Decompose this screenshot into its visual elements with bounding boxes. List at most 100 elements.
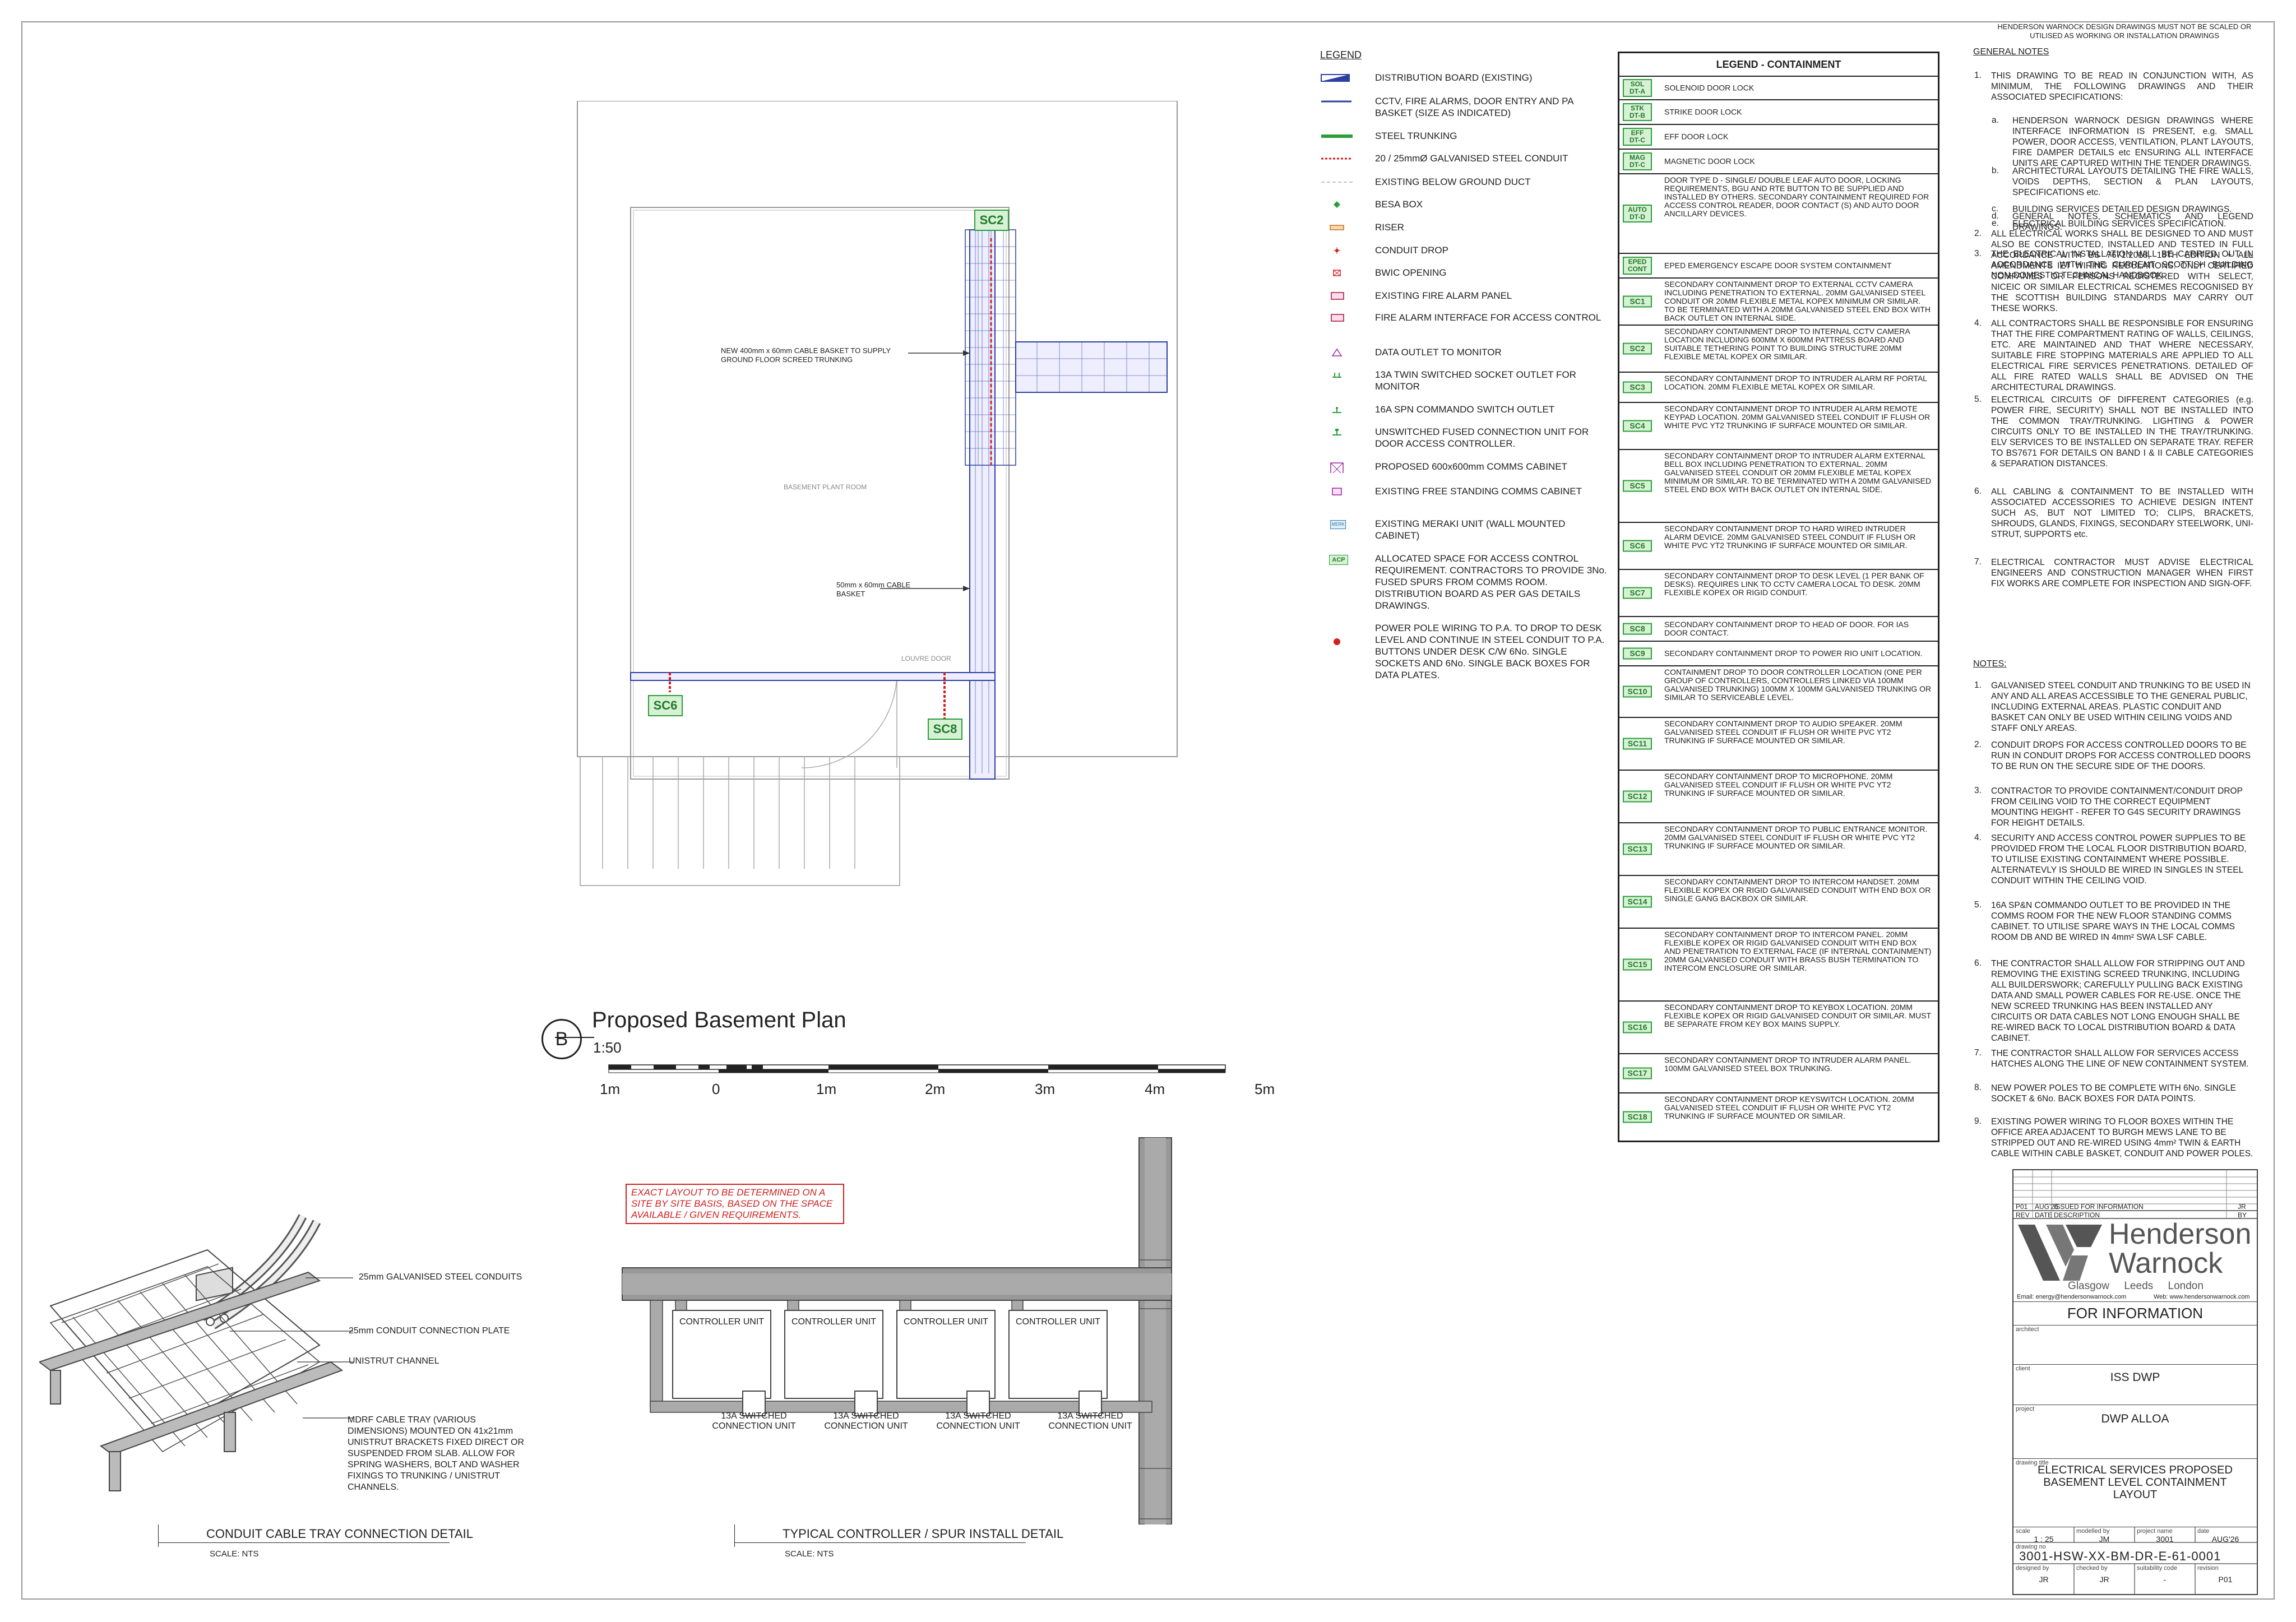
containment-desc: SECONDARY CONTAINMENT DROP TO INTRUDER A… — [1664, 404, 1931, 430]
client-label: client — [2016, 1365, 2030, 1372]
basket-note-2: 50mm x 60mm CABLE BASKET — [836, 581, 911, 598]
containment-code: SC13 — [1623, 843, 1652, 855]
containment-desc: DOOR TYPE D - SINGLE/ DOUBLE LEAF AUTO D… — [1664, 175, 1929, 218]
containment-desc: SECONDARY CONTAINMENT DROP TO POWER RIO … — [1664, 648, 1923, 658]
containment-code: STK DT-B — [1623, 103, 1652, 121]
containment-code: SC4 — [1623, 420, 1652, 432]
note-text: BUILDING SERVICES DETAILED DESIGN DRAWIN… — [2012, 205, 2232, 214]
db-icon — [1321, 74, 1350, 82]
containment-code: SC6 — [1623, 540, 1652, 552]
drawing-title: ELECTRICAL SERVICES PROPOSED BASEMENT LE… — [2038, 1464, 2233, 1501]
modelled-label: modelled by — [2076, 1528, 2110, 1535]
containment-code: SC12 — [1623, 790, 1652, 803]
revision-value: P01 — [2218, 1575, 2233, 1584]
note-number: 4. — [1974, 318, 1982, 328]
controller-detail-scale: SCALE: NTS — [785, 1549, 834, 1559]
containment-desc: CONTAINMENT DROP TO DOOR CONTROLLER LOCA… — [1664, 668, 1932, 702]
socket-icon — [1332, 373, 1341, 378]
containment-desc: SECONDARY CONTAINMENT DROP TO AUDIO SPEA… — [1664, 719, 1902, 745]
note-text: THE ELECTRICAL INSTALLATION WILL BE CARR… — [1991, 249, 2253, 280]
client-name: ISS DWP — [2110, 1371, 2160, 1384]
containment-code: SC3 — [1623, 381, 1652, 393]
cabinet-icon — [1330, 462, 1344, 473]
commando-icon — [1332, 407, 1341, 413]
note-number: 2. — [1974, 229, 1982, 238]
containment-code: SC1 — [1623, 295, 1652, 308]
scale-label-1: 0 — [712, 1081, 720, 1097]
date-col: DATE — [2035, 1211, 2053, 1219]
note-number: e. — [1992, 219, 1999, 228]
note-number: 7. — [1974, 1048, 1982, 1058]
data-icon — [1331, 349, 1343, 356]
containment-desc: SECONDARY CONTAINMENT DROP TO DESK LEVEL… — [1664, 571, 1924, 597]
note-number: b. — [1992, 166, 1999, 175]
scale-bar — [608, 1064, 1226, 1073]
company-email: Email: energy@hendersonwarnock.com — [2017, 1294, 2127, 1300]
tag-sc2: SC2 — [974, 210, 1009, 231]
note-text: ARCHITECTURAL LAYOUTS DETAILING THE FIRE… — [2012, 166, 2253, 197]
containment-desc: SECONDARY CONTAINMENT DROP TO HEAD OF DO… — [1664, 620, 1909, 637]
note-text: ALL CONTRACTORS SHALL BE RESPONSIBLE FOR… — [1991, 319, 2253, 392]
layout-note: EXACT LAYOUT TO BE DETERMINED ON A SITE … — [626, 1184, 844, 1224]
company-cities: Glasgow Leeds London — [2068, 1280, 2204, 1292]
scale-label-5: 4m — [1145, 1081, 1165, 1097]
scale-value: 1 : 25 — [2034, 1535, 2054, 1544]
trunking-icon — [1321, 135, 1353, 138]
note-number: 6. — [1974, 486, 1982, 496]
note-text: 16A SP&N COMMANDO OUTLET TO BE PROVIDED … — [1991, 901, 2235, 942]
suit-value: - — [2163, 1575, 2167, 1584]
by-col: BY — [2238, 1211, 2247, 1219]
plan-scale: 1:50 — [593, 1039, 622, 1056]
containment-desc: SECONDARY CONTAINMENT DROP TO PUBLIC ENT… — [1664, 824, 1928, 850]
conduit-label-1: 25mm GALVANISED STEEL CONDUITS — [359, 1272, 522, 1282]
note-text: ALL CABLING & CONTAINMENT TO BE INSTALLE… — [1991, 487, 2253, 539]
scale-label-0: 1m — [600, 1081, 621, 1097]
note-number: d. — [1992, 211, 1999, 221]
fap-icon — [1331, 292, 1344, 300]
note-text: GENERAL NOTES, SCHEMATICS AND LEGEND DRA… — [2012, 212, 2253, 232]
containment-code: SC14 — [1623, 896, 1652, 908]
revision-label: revision — [2197, 1565, 2219, 1572]
note-text: CONDUIT DROPS FOR ACCESS CONTROLLED DOOR… — [1991, 740, 2251, 771]
note-text: NEW POWER POLES TO BE COMPLETE WITH 6No.… — [1991, 1083, 2236, 1104]
note-number: 9. — [1974, 1116, 1982, 1126]
company-logo-icon — [2018, 1225, 2102, 1281]
scale-label: scale — [2016, 1528, 2030, 1535]
rev-desc: ISSUED FOR INFORMATION — [2054, 1203, 2144, 1211]
fai-icon — [1331, 314, 1344, 322]
tag-sc8: SC8 — [928, 719, 962, 740]
containment-desc: SECONDARY CONTAINMENT DROP KEYSWITCH LOC… — [1664, 1095, 1914, 1120]
drawing-status: FOR INFORMATION — [2067, 1305, 2204, 1322]
acp-icon: ACP — [1329, 555, 1348, 565]
besa-icon — [1334, 201, 1340, 208]
title-rule — [555, 1037, 594, 1038]
note-number: 6. — [1974, 958, 1982, 968]
note-number: 3. — [1974, 786, 1982, 795]
containment-code: MAG DT-C — [1623, 152, 1652, 170]
fcu-icon — [1332, 429, 1341, 435]
disclaimer: HENDERSON WARNOCK DESIGN DRAWINGS MUST N… — [1997, 22, 2252, 40]
basket-note-1: NEW 400mm x 60mm CABLE BASKET TO SUPPLY … — [721, 346, 891, 364]
checked-label: checked by — [2076, 1565, 2108, 1572]
tag-sc6: SC6 — [648, 695, 683, 716]
spur-label-3: 13A SWITCHED CONNECTION UNIT — [936, 1411, 1020, 1431]
bwic-icon — [1333, 270, 1341, 276]
modelled-value: JM — [2099, 1535, 2110, 1544]
door-label: LOUVRE DOOR — [901, 655, 951, 662]
containment-code: SC10 — [1623, 685, 1652, 698]
date-label: date — [2197, 1528, 2210, 1535]
containment-desc: EFF DOOR LOCK — [1664, 132, 1729, 141]
project-label: project — [2016, 1406, 2035, 1412]
containment-desc: EPED EMERGENCY ESCAPE DOOR SYSTEM CONTAI… — [1664, 261, 1892, 270]
containment-desc: SECONDARY CONTAINMENT DROP TO KEYBOX LOC… — [1664, 1003, 1931, 1028]
containment-code: SC18 — [1623, 1111, 1652, 1123]
note-text: ELECTRICAL CIRCUITS OF DIFFERENT CATEGOR… — [1991, 395, 2253, 469]
